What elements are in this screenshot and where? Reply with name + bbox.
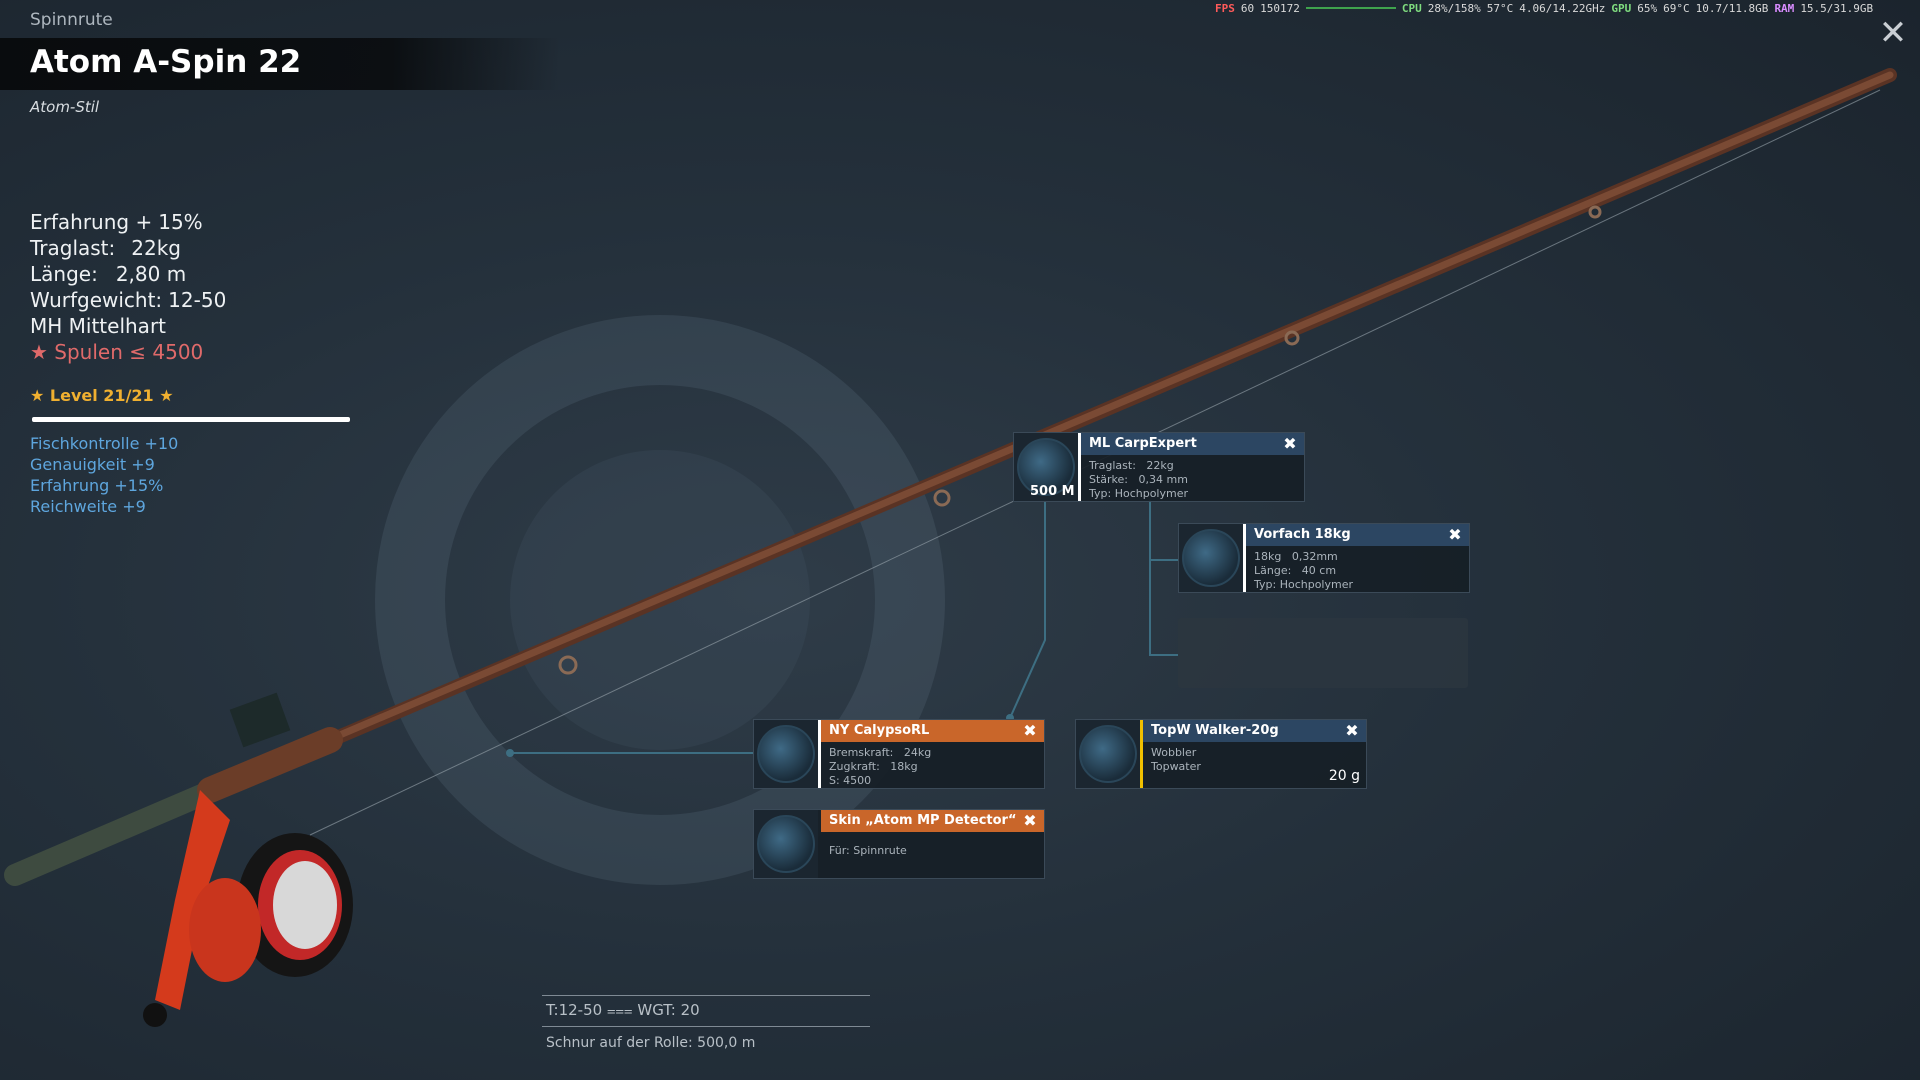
reel-name: NY CalypsoRL: [829, 723, 930, 738]
cpu-value: 28%/158%: [1427, 1, 1481, 15]
bonus-fish-control: Fischkontrolle +10: [30, 434, 179, 453]
lure-name: TopW Walker-20g: [1151, 723, 1279, 738]
lure-details: Wobbler Topwater: [1151, 746, 1201, 773]
lure-slot-header: TopW Walker-20g ✖: [1143, 720, 1366, 742]
stat-cast-weight: Wurfgewicht:12-50: [30, 288, 226, 312]
cpu-temp: 57°C: [1486, 1, 1514, 15]
cpu-label: CPU: [1401, 1, 1422, 15]
leader-slot-header: Vorfach 18kg ✖: [1246, 524, 1469, 546]
divider: [542, 1026, 870, 1027]
vram-value: 10.7/11.8GB: [1695, 1, 1769, 15]
line-details: Traglast: 22kg Stärke: 0,34 mm Typ: Hoch…: [1089, 459, 1189, 500]
skin-slot[interactable]: Skin „Atom MP Detector“ ✖ Für: Spinnrute: [753, 809, 1045, 879]
skin-thumb: [754, 810, 818, 878]
bonus-accuracy: Genauigkeit +9: [30, 455, 155, 474]
stat-experience-label: Erfahrung +: [30, 210, 153, 234]
divider: [542, 995, 870, 996]
ram-value: 15.5/31.9GB: [1800, 1, 1874, 15]
bonus-range: Reichweite +9: [30, 497, 146, 516]
frametime-value: 150172: [1260, 1, 1300, 15]
ram-label: RAM: [1774, 1, 1795, 15]
line-spool-thumb: [1014, 433, 1081, 501]
leader-slot[interactable]: Vorfach 18kg ✖ 18kg 0,32mm Länge: 40 cm T…: [1178, 523, 1470, 593]
cpu-clock: 4.06/14.22GHz: [1519, 1, 1606, 15]
stat-load-value: 22kg: [131, 236, 181, 260]
line-slot[interactable]: 500 M ML CarpExpert ✖ Traglast: 22kg Stär…: [1013, 432, 1305, 502]
leader-name: Vorfach 18kg: [1254, 527, 1351, 542]
stat-length: Länge: 2,80 m: [30, 262, 186, 286]
lure-weight: 20 g: [1328, 768, 1360, 784]
skin-slot-header: Skin „Atom MP Detector“ ✖: [821, 810, 1044, 832]
rod-skin-icon: [757, 815, 815, 873]
remove-reel-icon[interactable]: ✖: [1023, 721, 1037, 740]
reel-slot-header: NY CalypsoRL ✖: [821, 720, 1044, 742]
category-label: Spinnrute: [30, 10, 113, 30]
level-progress-bar: [32, 417, 350, 422]
level-label: ★ Level 21/21 ★: [30, 386, 174, 405]
gpu-value: 65%: [1637, 1, 1658, 15]
leader-thumb: [1179, 524, 1246, 592]
remove-leader-icon[interactable]: ✖: [1448, 525, 1462, 544]
rod-style-subtitle: Atom-Stil: [30, 98, 100, 116]
gpu-temp: 69°C: [1663, 1, 1690, 15]
reel-details: Bremskraft: 24kg Zugkraft: 18kg S: 4500: [829, 746, 932, 787]
stat-load: Traglast: 22kg: [30, 236, 181, 260]
close-icon[interactable]: ✕: [1878, 13, 1908, 53]
stat-experience-value: 15%: [158, 210, 203, 234]
remove-lure-icon[interactable]: ✖: [1345, 721, 1359, 740]
lure-thumb: [1076, 720, 1143, 788]
stat-action: MH Mittelhart: [30, 314, 167, 338]
wobbler-lure-icon: [1079, 725, 1137, 783]
stat-spool-restriction: ★ Spulen ≤ 4500: [30, 340, 204, 364]
reel-illustration: [143, 692, 353, 1027]
stat-load-label: Traglast:: [30, 236, 116, 260]
reel-icon: [757, 725, 815, 783]
slot-connectors: [510, 500, 1178, 754]
skin-details: Für: Spinnrute: [829, 844, 907, 857]
gpu-label: GPU: [1611, 1, 1632, 15]
line-quantity: 500 M: [1030, 484, 1075, 499]
stat-cast-value: 12-50: [168, 288, 227, 312]
stat-cast-label: Wurfgewicht:: [30, 288, 163, 312]
line-slot-header: ML CarpExpert ✖: [1081, 433, 1304, 455]
empty-hook-slot[interactable]: [1178, 618, 1468, 688]
rig-summary: T:12-50 ⩶ WGT: 20 Schnur auf der Rolle: …: [542, 995, 870, 1059]
bonus-experience: Erfahrung +15%: [30, 476, 164, 495]
leader-details: 18kg 0,32mm Länge: 40 cm Typ: Hochpolyme…: [1254, 550, 1354, 591]
frametime-graph: [1305, 7, 1396, 9]
line-spool-icon: [1017, 438, 1075, 496]
remove-line-icon[interactable]: ✖: [1283, 434, 1297, 453]
stat-length-value: 2,80 m: [115, 262, 187, 286]
lure-slot[interactable]: TopW Walker-20g ✖ Wobbler Topwater 20 g: [1075, 719, 1367, 789]
fps-value: 60: [1240, 1, 1255, 15]
rod-title: Atom A-Spin 22: [30, 44, 302, 80]
stat-length-label: Länge:: [30, 262, 98, 286]
performance-overlay: FPS 60 150172 CPU 28%/158% 57°C 4.06/14.…: [1215, 0, 1873, 16]
stat-experience: Erfahrung +15%: [30, 210, 203, 234]
leader-coil-icon: [1182, 529, 1240, 587]
reel-thumb: [754, 720, 821, 788]
fps-label: FPS: [1215, 1, 1235, 15]
skin-name: Skin „Atom MP Detector“: [829, 813, 1017, 828]
title-bar: [0, 38, 560, 90]
line-name: ML CarpExpert: [1089, 436, 1197, 451]
line-on-reel: Schnur auf der Rolle: 500,0 m: [546, 1035, 756, 1051]
test-weight-summary: T:12-50 ⩶ WGT: 20: [546, 1001, 700, 1019]
remove-skin-icon[interactable]: ✖: [1023, 811, 1037, 830]
reel-slot[interactable]: NY CalypsoRL ✖ Bremskraft: 24kg Zugkraft:…: [753, 719, 1045, 789]
